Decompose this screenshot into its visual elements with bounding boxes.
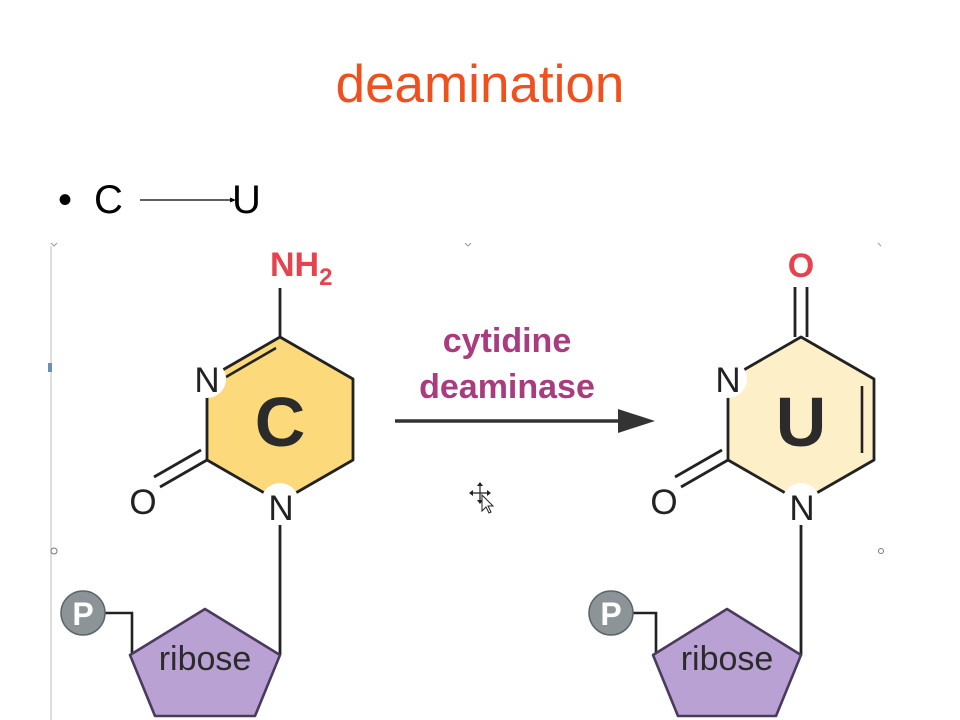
arrow-head-icon xyxy=(618,409,655,433)
ring-nitrogen-label: N xyxy=(194,361,219,400)
phosphate-icon xyxy=(588,590,634,636)
n-atom-halo xyxy=(261,483,299,521)
bullet-from-label: C xyxy=(94,178,123,222)
enzyme-name-line1: cytidine xyxy=(443,322,571,360)
uracil-letter: U xyxy=(776,383,827,461)
ring-nitrogen-label: N xyxy=(268,489,293,528)
ribose-label: ribose xyxy=(681,640,774,678)
slide-title: deamination xyxy=(335,55,625,114)
reaction-arrow: cytidine deaminase xyxy=(395,322,655,433)
uridine-molecule: N N O O U P ribose xyxy=(588,247,876,718)
cytosine-letter: C xyxy=(255,383,306,461)
amine-group-label: NH2 xyxy=(270,246,332,291)
bullet-marker: • xyxy=(58,178,73,222)
move-cursor-icon xyxy=(469,482,495,514)
n-atom-halo xyxy=(709,360,747,398)
cytidine-molecule: N N O C NH2 P ribose xyxy=(60,246,355,718)
enzyme-name-line2: deaminase xyxy=(419,368,595,406)
image-selection-frame[interactable] xyxy=(48,242,884,720)
ribose-sugar xyxy=(651,607,803,718)
ring-nitrogen-label: N xyxy=(789,489,814,528)
bullet-arrow-icon xyxy=(140,197,236,203)
phosphate-icon xyxy=(60,590,106,636)
bullet-item: • C U xyxy=(58,178,358,222)
ribose-label: ribose xyxy=(159,640,252,678)
keto-oxygen-label: O xyxy=(788,247,814,285)
phosphate-label: P xyxy=(600,596,621,632)
carbonyl-oxygen-label: O xyxy=(650,483,677,522)
phosphate-label: P xyxy=(72,596,93,632)
ring-nitrogen-label: N xyxy=(715,361,740,400)
n-atom-halo xyxy=(782,483,820,521)
bullet-to-label: U xyxy=(232,178,261,222)
carbonyl-oxygen-label: O xyxy=(129,483,156,522)
n-atom-halo xyxy=(188,360,226,398)
ribose-sugar xyxy=(128,607,282,718)
